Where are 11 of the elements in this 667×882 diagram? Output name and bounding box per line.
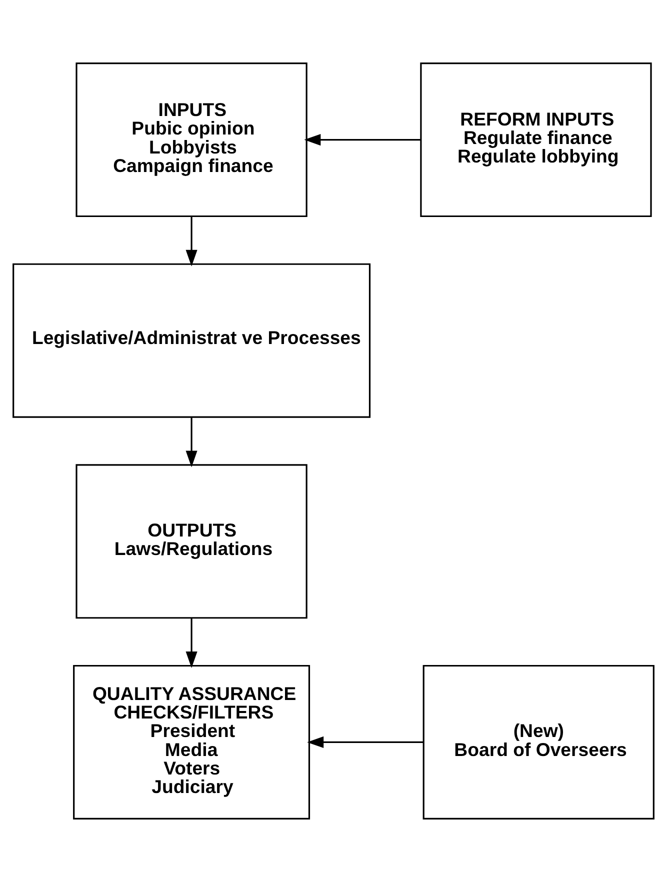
arrow [186, 618, 198, 668]
node-box: Legislative/Administrat ve Processes [12, 263, 371, 418]
arrow [304, 134, 421, 146]
node-box: INPUTS Pubic opinion Lobbyists Campaign finance [76, 62, 308, 218]
arrow [186, 417, 198, 468]
arrow [186, 216, 198, 266]
node-box: REFORM INPUTS Regulate finance Regulate lobbying [420, 62, 652, 218]
node-box: QUALITY ASSURANCE CHECKS/FILTERS President Media Voters Judiciary [73, 664, 310, 820]
node-box: OUTPUTS Laws/Regulations [76, 464, 308, 619]
node-box: (New) Board of Overseers [422, 664, 654, 820]
arrow [307, 736, 424, 748]
